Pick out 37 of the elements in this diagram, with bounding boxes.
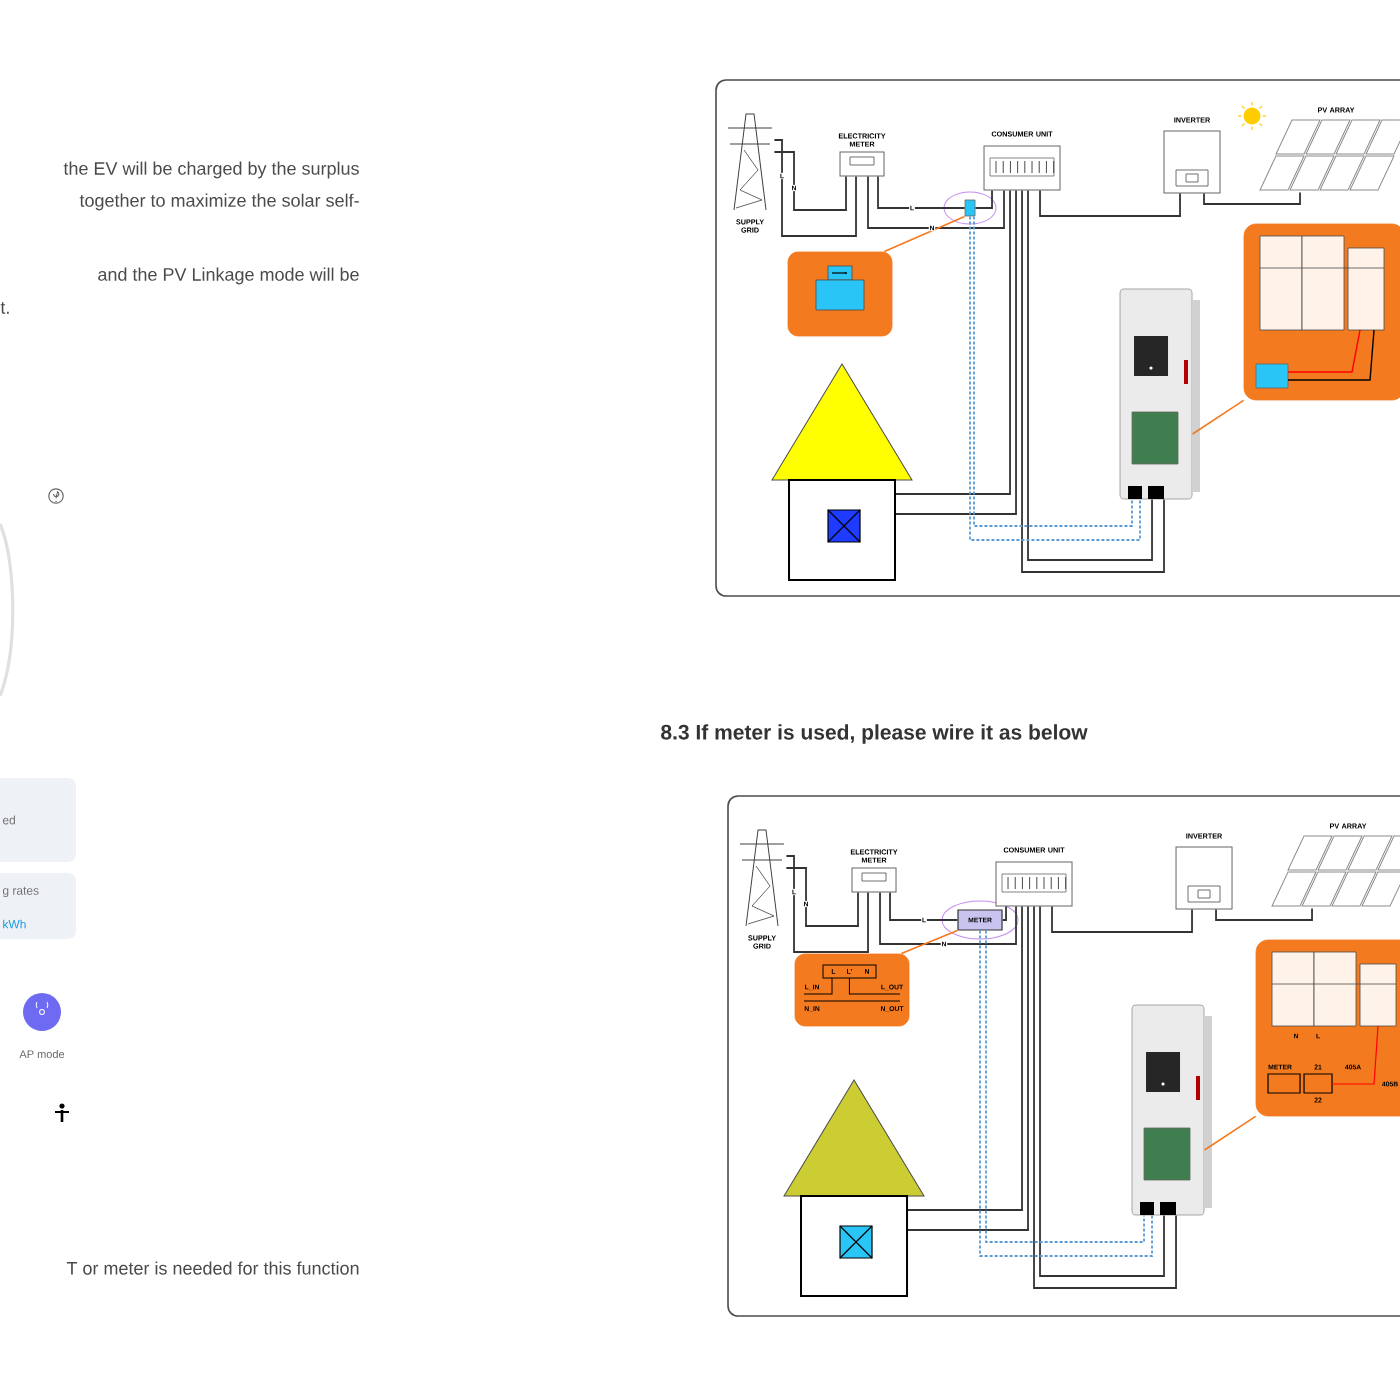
wire bbox=[1051, 905, 1193, 933]
wire bbox=[1021, 189, 1165, 573]
wire bbox=[1039, 905, 1165, 1277]
current-sensor bbox=[964, 199, 976, 217]
body-text: T or meter is needed for this function bbox=[66, 1261, 359, 1275]
callout-box bbox=[1255, 939, 1400, 1117]
wire bbox=[773, 139, 857, 237]
house-drawing bbox=[783, 1079, 925, 1297]
wire bbox=[773, 151, 847, 211]
wire bbox=[1027, 189, 1153, 561]
leader-line bbox=[883, 215, 966, 253]
wire bbox=[785, 867, 859, 927]
wire bbox=[1001, 905, 1007, 921]
section-heading: 8.3 If meter is used, please wire it as below bbox=[661, 724, 1088, 744]
body-text: and the PV Linkage mode will be bbox=[98, 267, 359, 285]
callout-box bbox=[794, 953, 910, 1027]
leader-line bbox=[1203, 1115, 1257, 1151]
leader-line bbox=[1191, 399, 1245, 435]
charger-drawing bbox=[1131, 1004, 1212, 1216]
wire bbox=[1039, 189, 1181, 217]
wire bbox=[1033, 905, 1177, 1289]
body-text: together to maximize the solar self- bbox=[79, 193, 359, 211]
callout-box bbox=[787, 251, 893, 337]
wire bbox=[889, 891, 959, 921]
wire bbox=[879, 891, 1017, 945]
wire bbox=[1215, 907, 1313, 921]
house-drawing bbox=[771, 363, 913, 581]
callout-box bbox=[1243, 223, 1400, 401]
wire bbox=[1203, 191, 1301, 205]
charger-drawing bbox=[1119, 288, 1200, 500]
wire bbox=[974, 189, 993, 209]
leader-line bbox=[900, 929, 959, 955]
body-text: t. bbox=[0, 302, 9, 314]
wire bbox=[785, 855, 869, 953]
wire bbox=[867, 175, 1005, 229]
body-text: the EV will be charged by the surplus bbox=[63, 161, 359, 179]
wire bbox=[877, 175, 966, 209]
